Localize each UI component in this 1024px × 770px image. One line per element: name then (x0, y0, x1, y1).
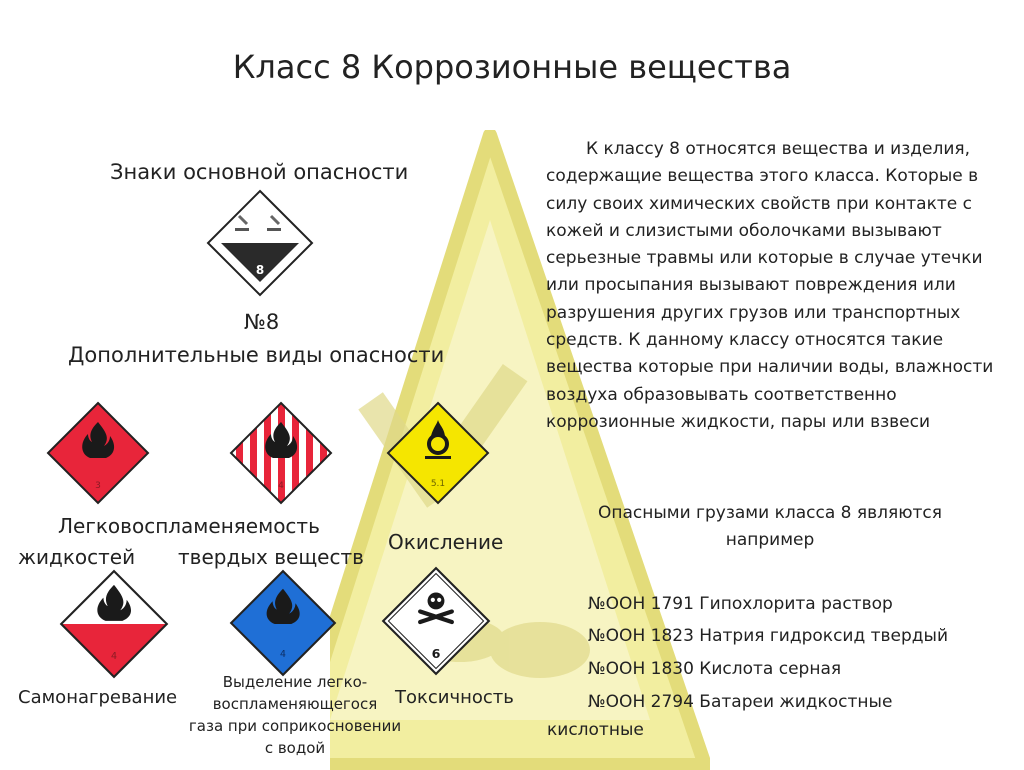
example-item: №ООН 1830 Кислота серная (588, 659, 842, 679)
spontaneous-number: 4 (111, 651, 117, 662)
examples-heading-line: Опасными грузами класса 8 являются (597, 503, 942, 523)
gas-release-label: Выделение легко- воспламеняющегося газа … (180, 671, 410, 759)
primary-hazard-heading: Знаки основной опасности (110, 160, 409, 184)
example-item: №ООН 1791 Гипохлорита раствор (588, 594, 893, 614)
solids-label: твердых веществ (178, 545, 364, 569)
description-text: К классу 8 относятся вещества и изделия,… (546, 139, 994, 432)
flammable-liquid-placard-icon: 3 (46, 401, 150, 505)
oxidizer-number: 5.1 (431, 479, 445, 489)
self-heating-label: Самонагревание (18, 687, 178, 708)
example-item: №ООН 2794 Батареи жидкостные (588, 692, 893, 712)
oxidation-label: Окисление (388, 530, 504, 554)
example-item: кислотные (547, 720, 644, 740)
examples-heading: Опасными грузами класса 8 являются напри… (560, 500, 980, 554)
flammable-solid-placard-icon: 4 (229, 401, 333, 505)
flammable-liquid-number: 3 (95, 481, 101, 491)
oxidizer-placard-icon: 5.1 (386, 401, 490, 505)
spontaneous-combustion-placard-icon: 4 (59, 569, 169, 679)
gas-release-line: воспламеняющегося (212, 695, 378, 713)
class-description: К классу 8 относятся вещества и изделия,… (546, 136, 996, 436)
corrosive-number: 8 (256, 263, 264, 277)
toxicity-label: Токсичность (395, 687, 514, 708)
example-item: №ООН 1823 Натрия гидроксид твердый (588, 626, 949, 646)
gas-release-line: газа при соприкосновении (188, 717, 402, 735)
flammable-solid-number: 4 (278, 481, 284, 491)
toxic-placard-icon: 6 (381, 566, 491, 676)
dangerous-when-wet-placard-icon: 4 (229, 569, 337, 677)
flammability-label: Легковоспламеняемость (58, 514, 320, 538)
primary-class-number: №8 (244, 310, 280, 334)
examples-heading-line: например (725, 530, 815, 550)
liquids-label: жидкостей (18, 545, 136, 569)
corrosive-placard-icon: 8 (206, 189, 314, 297)
additional-hazard-heading: Дополнительные виды опасности (68, 343, 445, 367)
dangerous-wet-number: 4 (280, 649, 286, 660)
toxic-number: 6 (432, 646, 441, 661)
page-title: Класс 8 Коррозионные вещества (232, 48, 792, 86)
gas-release-line: с водой (264, 739, 326, 757)
gas-release-line: Выделение легко- (222, 673, 368, 691)
